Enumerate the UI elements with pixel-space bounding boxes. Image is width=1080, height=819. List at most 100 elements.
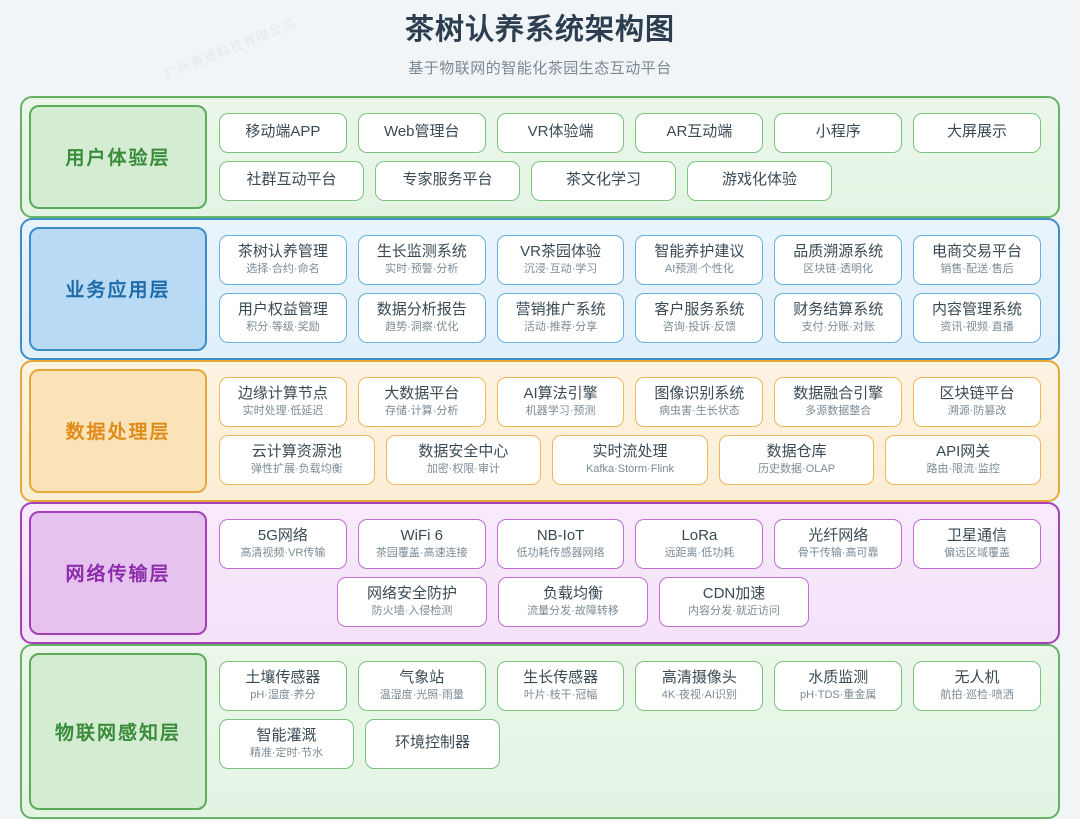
module-card-title: AI算法引擎 (523, 384, 598, 402)
module-card-title: 大数据平台 (384, 384, 460, 402)
module-card[interactable]: API网关路由·限流·监控 (885, 434, 1041, 485)
module-card[interactable]: 品质溯源系统区块链·透明化 (774, 234, 903, 285)
module-card[interactable]: 内容管理系统资讯·视频·直播 (913, 292, 1041, 343)
module-card-subtitle: 偏远区域覆盖 (944, 547, 1011, 560)
module-card[interactable]: 用户权益管理积分·等级·奖励 (219, 292, 347, 343)
module-card-title: 边缘计算节点 (237, 384, 328, 402)
module-card-subtitle: 咨询·投诉·反馈 (662, 321, 737, 334)
layer-label-data-processing[interactable]: 数据处理层 (29, 368, 207, 493)
module-card[interactable]: 区块链平台溯源·防篡改 (913, 376, 1041, 427)
module-card[interactable]: 图像识别系统病虫害·生长状态 (635, 376, 764, 427)
module-card[interactable]: 数据安全中心加密·权限·审计 (385, 434, 542, 485)
module-card-title: 客户服务系统 (654, 300, 745, 318)
module-card-subtitle: 路由·限流·监控 (926, 463, 1000, 476)
module-card-title: 数据仓库 (766, 442, 827, 460)
module-card[interactable]: 边缘计算节点实时处理·低延迟 (219, 376, 347, 427)
module-card[interactable]: 无人机航拍·巡检·喷洒 (913, 660, 1041, 711)
layer-label-user-experience[interactable]: 用户体验层 (29, 104, 207, 209)
module-card-title: 气象站 (399, 668, 445, 686)
layer-label-business-application[interactable]: 业务应用层 (29, 226, 207, 351)
module-card[interactable]: 游戏化体验 (687, 160, 832, 201)
module-card-title: 光纤网络 (808, 526, 869, 544)
module-card[interactable]: 负载均衡流量分发·故障转移 (498, 576, 648, 627)
module-card[interactable]: 云计算资源池弹性扩展·负载均衡 (219, 434, 375, 485)
module-card-title: AR互动端 (666, 123, 733, 141)
module-card[interactable]: 财务结算系统支付·分账·对账 (774, 292, 903, 343)
module-card[interactable]: 数据融合引擎多源数据整合 (774, 376, 903, 427)
module-card-title: NB-IoT (536, 526, 585, 544)
module-card-title: 数据安全中心 (418, 442, 509, 460)
module-card-title: 营销推广系统 (515, 300, 606, 318)
module-card-subtitle: 选择·合约·命名 (246, 263, 320, 276)
module-card-title: 实时流处理 (592, 442, 668, 460)
module-card-subtitle: 内容分发·就近访问 (688, 605, 780, 618)
module-card-title: LoRa (681, 526, 718, 544)
layer-row: 智能灌溉精准·定时·节水环境控制器 (219, 718, 1041, 769)
module-card-title: 高清摄像头 (661, 668, 737, 686)
module-card[interactable]: 卫星通信偏远区域覆盖 (913, 518, 1041, 569)
module-card[interactable]: 气象站温湿度·光照·雨量 (357, 660, 486, 711)
module-card[interactable]: 环境控制器 (365, 718, 500, 769)
module-card[interactable]: 小程序 (774, 112, 903, 153)
module-card[interactable]: 茶文化学习 (531, 160, 676, 201)
module-card[interactable]: 5G网络高清视频·VR传输 (219, 518, 347, 569)
module-card[interactable]: 客户服务系统咨询·投诉·反馈 (635, 292, 764, 343)
module-card-title: 数据融合引擎 (793, 384, 884, 402)
module-card-title: 社群互动平台 (246, 171, 337, 189)
module-card[interactable]: 数据仓库历史数据·OLAP (718, 434, 875, 485)
module-card[interactable]: AI算法引擎机器学习·预测 (496, 376, 625, 427)
module-card[interactable]: 营销推广系统活动·推荐·分享 (496, 292, 625, 343)
module-card-title: 生长传感器 (523, 668, 599, 686)
module-card[interactable]: 数据分析报告趋势·洞察·优化 (357, 292, 486, 343)
module-card[interactable]: 大屏展示 (913, 112, 1041, 153)
module-card-title: 智能灌溉 (256, 726, 317, 744)
module-card[interactable]: 移动端APP (219, 112, 347, 153)
module-card[interactable]: CDN加速内容分发·就近访问 (659, 576, 809, 627)
page-header: 茶树认养系统架构图 基于物联网的智能化茶园生态互动平台 (0, 0, 1080, 78)
module-card[interactable]: 光纤网络骨干传输·高可靠 (774, 518, 903, 569)
module-card-subtitle: 加密·权限·审计 (426, 463, 501, 476)
module-card-title: 电商交易平台 (932, 242, 1023, 260)
module-card-title: WiFi 6 (400, 526, 443, 544)
module-card[interactable]: AR互动端 (635, 112, 764, 153)
module-card[interactable]: 专家服务平台 (375, 160, 520, 201)
module-card[interactable]: 生长传感器叶片·枝干·冠幅 (496, 660, 625, 711)
module-card-subtitle: 实时处理·低延迟 (242, 405, 324, 418)
module-card[interactable]: 网络安全防护防火墙·入侵检测 (337, 576, 487, 627)
module-card-title: 用户权益管理 (237, 300, 328, 318)
module-card[interactable]: VR茶园体验沉浸·互动·学习 (496, 234, 625, 285)
module-card[interactable]: Web管理台 (357, 112, 486, 153)
module-card-title: 网络安全防护 (366, 584, 457, 602)
layer-label-iot-perception[interactable]: 物联网感知层 (29, 652, 207, 810)
module-card[interactable]: 社群互动平台 (219, 160, 364, 201)
module-card-subtitle: 多源数据整合 (805, 405, 872, 418)
module-card-title: 土壤传感器 (245, 668, 321, 686)
module-card-subtitle: 实时·预警·分析 (385, 263, 459, 276)
module-card[interactable]: 电商交易平台销售·配送·售后 (913, 234, 1041, 285)
module-card-subtitle: 沉浸·互动·学习 (523, 263, 598, 276)
module-card[interactable]: VR体验端 (496, 112, 625, 153)
module-card[interactable]: 智能灌溉精准·定时·节水 (219, 718, 354, 769)
page-subtitle: 基于物联网的智能化茶园生态互动平台 (408, 59, 672, 77)
layer-label-network-transmission[interactable]: 网络传输层 (29, 510, 207, 635)
module-card-title: 5G网络 (257, 526, 308, 544)
module-card-subtitle: pH·TDS·重金属 (800, 689, 877, 702)
module-card[interactable]: 生长监测系统实时·预警·分析 (357, 234, 486, 285)
module-card[interactable]: 茶树认养管理选择·合约·命名 (219, 234, 347, 285)
module-card[interactable]: 大数据平台存储·计算·分析 (357, 376, 486, 427)
module-card-title: 大屏展示 (947, 123, 1008, 141)
